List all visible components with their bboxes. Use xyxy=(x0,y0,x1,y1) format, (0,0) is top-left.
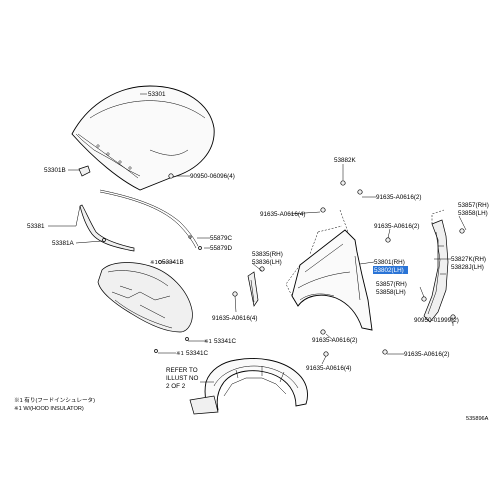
liner-dash-outline xyxy=(431,209,445,224)
label-53836-lh: 53836(LH) xyxy=(252,259,282,266)
label-53341c-mark-prefix: ※1 xyxy=(204,338,212,345)
label-91635-a0616-2-right: 91635-A0616(2) xyxy=(404,351,450,358)
label-53858-lh-top: 53858(LH) xyxy=(458,210,488,217)
label-53802-lh[interactable]: 53802(LH) xyxy=(374,267,404,274)
hood-bumper-clip[interactable] xyxy=(78,165,91,177)
hood-seal-rod[interactable] xyxy=(79,204,135,252)
wheel-liner-bracket[interactable] xyxy=(189,395,219,415)
label-55879c: 55879C xyxy=(210,235,233,242)
footnote-en: ※1 W/(HOOD INSULATOR) xyxy=(14,405,84,412)
fender-side-bracket[interactable] xyxy=(247,271,259,307)
highlight-53802-lh xyxy=(373,266,408,274)
label-91635-a0616-2-bot: 91635-A0616(2) xyxy=(312,337,358,344)
footnote-jp: ※1 有り(フードインシュレータ) xyxy=(14,396,95,404)
label-53857-rh-bot: 53857(RH) xyxy=(376,281,407,288)
label-53858-lh-bot: 53858(LH) xyxy=(376,289,406,296)
label-53301: 53301 xyxy=(148,91,166,98)
refer-line-3: 2 OF 2 xyxy=(166,383,186,390)
label-91635-a0616-4-b: 91635-A0616(4) xyxy=(212,315,258,322)
hood-bolt-marker[interactable] xyxy=(168,173,174,179)
label-90950-01999: 90950-01999(2) xyxy=(414,317,459,324)
refer-line-1: REFER TO xyxy=(166,367,198,374)
label-91635-a0616-4-a: 91635-A0616(4) xyxy=(260,211,306,218)
diagram-id: 535896A xyxy=(466,416,489,422)
label-53341b-mark: ※1 xyxy=(150,259,158,266)
label-53301b: 53301B xyxy=(44,167,66,174)
label-53341b: 53341B xyxy=(162,259,184,266)
label-53381a: 53381A xyxy=(52,240,75,247)
rod-clips xyxy=(102,235,202,250)
label-53882k: 53882K xyxy=(334,157,357,164)
label-55879d: 55879D xyxy=(210,245,233,252)
label-53827k-rh: 53827K(RH) xyxy=(451,256,486,263)
label-53341c-mark: 53341C xyxy=(214,338,237,345)
leader-lines xyxy=(48,164,467,383)
front-fender-panel[interactable] xyxy=(291,229,373,331)
hood-support-rod[interactable] xyxy=(99,189,199,249)
label-91635-a0616-2-mid: 91635-A0616(2) xyxy=(374,223,420,230)
label-91635-a0616-2-top: 91635-A0616(2) xyxy=(376,194,422,201)
inner-wheel-liner[interactable] xyxy=(204,358,308,413)
label-53341c: 53341C xyxy=(186,350,209,357)
label-90950-06096: 90950-06096(4) xyxy=(190,173,235,180)
insulator-clips xyxy=(154,260,189,353)
label-53381: 53381 xyxy=(27,223,45,230)
hood-insulator[interactable] xyxy=(97,262,193,333)
refer-line-2: ILLUST NO xyxy=(166,375,199,382)
fender-liner-strip[interactable] xyxy=(423,219,449,323)
label-53341c-prefix: ※1 xyxy=(176,350,184,357)
hood-panel[interactable] xyxy=(71,85,215,191)
label-53801-rh: 53801(RH) xyxy=(374,259,405,266)
label-53828j-lh: 53828J(LH) xyxy=(451,264,484,271)
label-91635-a0616-4-c: 91635-A0616(4) xyxy=(306,365,352,372)
label-53857-rh-top: 53857(RH) xyxy=(458,202,489,209)
label-53835-rh: 53835(RH) xyxy=(252,251,283,258)
fender-dash-outline xyxy=(285,209,349,301)
